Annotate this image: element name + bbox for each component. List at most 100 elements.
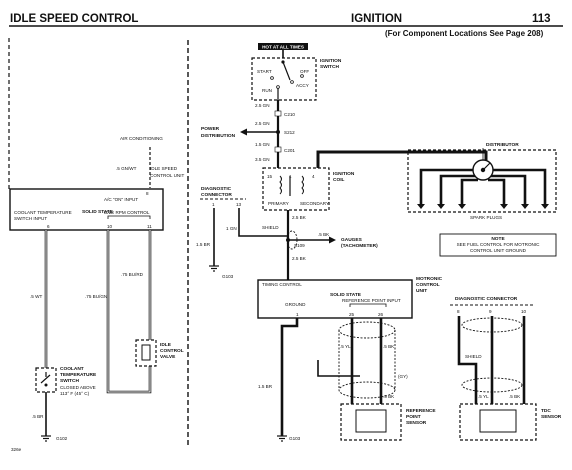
splice-s109-label: S109	[294, 243, 305, 248]
wire-label-bu-rd: .75 BU/RD	[121, 272, 144, 277]
splice-s212-label: S212	[284, 130, 295, 135]
shield-drain-wire	[317, 360, 360, 377]
idle-valve-label-2: CONTROL	[160, 348, 184, 354]
ignition-coil-label-1: IGNITION	[333, 171, 355, 177]
tach-arrow	[329, 236, 336, 244]
reference-sensor-body	[355, 409, 387, 433]
coolant-switch-label-5: 113° F (45° C)	[60, 391, 90, 396]
ignition-coil-label-2: COIL	[333, 177, 345, 183]
wire-label-bu-gn: .75 BU/GN	[85, 294, 107, 299]
reference-point-input-label: REFERENCE POINT INPUT	[342, 298, 401, 303]
wire-label-wt: .5 WT	[30, 294, 42, 299]
distributor-label: DISTRIBUTOR	[486, 142, 519, 148]
spark-plugs-label: SPARK PLUGS	[470, 215, 502, 220]
wire-label-5bk-d: .5 BK	[509, 394, 521, 399]
ground-g103-a-label: G103	[222, 274, 234, 279]
coil-high-tension-lead	[316, 150, 488, 168]
motronic-pin-1: 1	[296, 312, 299, 317]
ignition-switch-blade	[282, 61, 291, 81]
pin-10: 10	[107, 224, 113, 229]
page-number: 113	[532, 13, 551, 25]
diag2-pin-9: 9	[489, 309, 492, 314]
coil-secondary-winding	[301, 175, 304, 195]
switch-contact-accy	[290, 80, 294, 84]
wire-label-1gn: 1 GN	[226, 226, 237, 231]
valve-wire-bu-gn	[106, 230, 152, 394]
tdc-sensor-label-2: SENSOR	[541, 414, 562, 420]
wire-label-gy: (GY)	[398, 374, 408, 379]
ground-g102-label: G102	[56, 436, 68, 441]
timing-control-label: TIMING CONTROL	[262, 282, 302, 287]
valve-wire-bu-gn-inner	[107, 230, 151, 393]
coolant-input-label-1: COOLANT TEMPERATURE	[14, 210, 72, 215]
ref-input-bracket	[349, 303, 387, 307]
spark-plug-5	[521, 204, 529, 209]
distributor-rotor-arm	[482, 162, 491, 171]
idle-speed-control-circuit: AIR CONDITIONING .5 GN/WT IDLE SPEED CON…	[9, 136, 184, 442]
wire-label-15br: 1.5 BR	[196, 242, 211, 247]
ignition-switch-label-2: SWITCH	[320, 64, 339, 70]
wire-label-5bk: .5 BK	[318, 232, 330, 237]
idle-rpm-bracket	[107, 215, 151, 219]
pin-11: 11	[147, 224, 152, 229]
switch-pos-off: OFF	[300, 69, 309, 74]
isc-solid-state: SOLID STATE	[82, 209, 114, 215]
diagnostic-connector-label-1: DIAGNOSTIC	[201, 186, 232, 192]
shield-2-label: SHIELD	[465, 354, 482, 359]
ref-sensor-label-1: REFERENCE	[406, 408, 436, 414]
tdc-sensor-label-1: TDC	[541, 408, 551, 414]
coolant-switch-label-2: TEMPERATURE	[60, 372, 97, 378]
isc-control-unit-box	[9, 188, 164, 231]
wire-label-5bk-b: .5 BK	[383, 344, 395, 349]
wire-label-br: .5 BR	[32, 414, 44, 419]
motronic-pin-25: 25	[349, 312, 355, 317]
tdc-shield-wire	[457, 316, 478, 404]
ground-g103-b-label: G103	[289, 436, 301, 441]
coolant-switch-box	[35, 367, 57, 393]
switch-pos-start: START	[257, 69, 272, 74]
ac-on-input-label: A/C "ON" INPUT	[104, 197, 138, 202]
connector-c201	[274, 146, 282, 153]
wire-label-15gn: 1.5 GN	[255, 142, 270, 147]
coolant-switch-label-1: COOLANT	[60, 366, 84, 372]
wire-label-5bk-c: .5 BK	[383, 394, 395, 399]
spark-plug-wire-5	[491, 174, 527, 204]
ignition-coil-box	[262, 167, 330, 211]
switch-contact-off	[300, 74, 304, 78]
connector-c210-label: C210	[284, 112, 295, 117]
hot-at-all-times-label: HOT AT ALL TIMES	[262, 45, 304, 50]
spark-plug-6	[541, 204, 549, 209]
power-distribution-arrow	[240, 128, 247, 136]
coolant-input-label-2: SWITCH INPUT	[14, 216, 47, 221]
motronic-control-unit-box	[257, 279, 413, 319]
wire-label-25gn-2: 2.5 GN	[255, 121, 270, 126]
idle-control-valve-box	[135, 339, 157, 367]
coil-primary-winding	[279, 175, 282, 195]
power-distribution-label-1: POWER	[201, 126, 220, 132]
ignition-switch-box	[251, 57, 317, 101]
reference-point-sensor-box	[340, 403, 402, 441]
valve-coil	[141, 344, 151, 361]
motronic-label-3: UNIT	[416, 288, 427, 294]
spark-plug-wire-6	[493, 168, 547, 204]
motronic-ground-wire	[280, 318, 299, 436]
ref-shield-top	[338, 321, 396, 339]
note-line-1: SEE FUEL CONTROL FOR MOTRONIC	[457, 242, 541, 247]
switch-contact-run	[276, 85, 280, 89]
switch-pos-run: RUN	[262, 88, 272, 93]
idle-valve-label-3: VALVE	[160, 354, 176, 360]
switch-pos-accy: ACCY	[296, 83, 309, 88]
note-title: NOTE	[491, 236, 505, 242]
connector-c210	[274, 110, 282, 117]
motronic-solid-state: SOLID STATE	[330, 292, 362, 298]
note-line-2: CONTROL UNIT GROUND	[470, 248, 527, 253]
diag-connector-2-title: DIAGNOSTIC CONNECTOR	[455, 296, 518, 302]
pin-8: 8	[146, 191, 149, 196]
pin-6: 6	[47, 224, 50, 229]
motronic-ground-label: GROUND	[285, 302, 306, 307]
ref-sensor-label-3: SENSOR	[406, 420, 427, 426]
connector-c201-label: C201	[284, 148, 295, 153]
switch-pivot	[44, 383, 48, 387]
